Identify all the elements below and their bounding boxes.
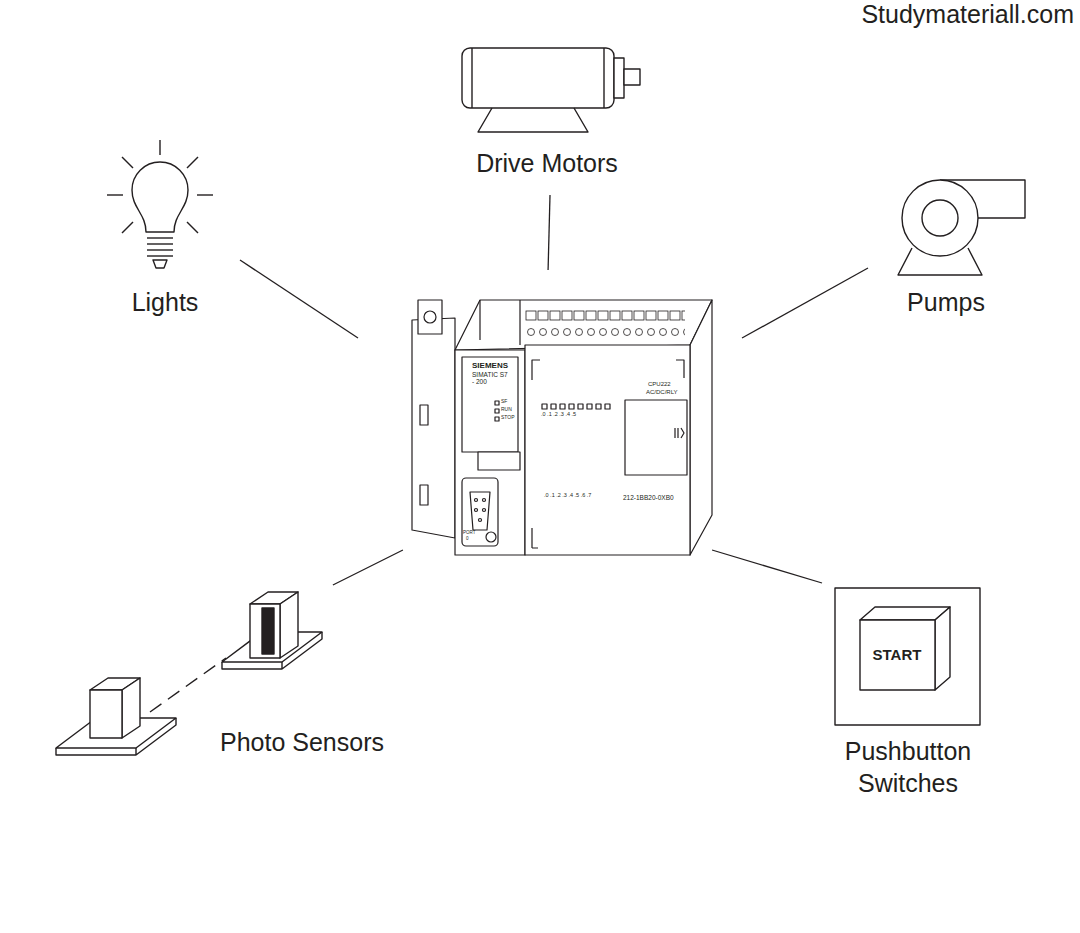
connector-line — [712, 550, 822, 583]
watermark: Studymateriall.com — [861, 0, 1074, 29]
order-number: 212-1BB20-0XB0 — [623, 494, 674, 501]
connector-line — [548, 195, 550, 270]
button-label: START — [873, 646, 922, 663]
led-label: STOP — [501, 415, 515, 421]
device-label: Drive Motors — [476, 149, 618, 178]
connector-line — [240, 260, 358, 338]
model-label: SIMATIC S7 - 200 — [472, 371, 508, 386]
device-label: Pushbutton Switches — [823, 735, 993, 799]
connector-line — [742, 268, 868, 338]
port-label: 0 — [466, 536, 469, 541]
cpu-label: CPU222 — [648, 381, 671, 388]
device-group: Drive Motors — [455, 45, 645, 195]
device-label: Pumps — [907, 288, 985, 317]
pump — [898, 180, 1025, 275]
io-numbers: .0 .1 .2 .3 .4 .5 .6 .7 — [544, 492, 591, 498]
device-group: Photo Sensors — [50, 585, 395, 765]
drive-motor — [462, 48, 640, 132]
device-group: START Pushbutton Switches — [822, 583, 1000, 805]
connector-line — [333, 550, 403, 585]
pushbutton-switch — [835, 588, 980, 725]
io-numbers: .0 .1 .2 .3 .4 .5 — [541, 411, 576, 417]
plc-s7-200 — [412, 300, 712, 555]
plc-unit: SIEMENSSIMATIC S7 - 200 — [358, 270, 742, 550]
device-label: Lights — [132, 288, 199, 317]
cpu-label: AC/DC/RLY — [646, 389, 678, 396]
device-label: Photo Sensors — [220, 728, 384, 757]
led-label: RUN — [501, 407, 512, 413]
brand-label: SIEMENS — [472, 361, 508, 370]
light-bulb — [107, 140, 213, 268]
device-group: Pumps — [868, 140, 1030, 320]
device-group: Lights — [100, 135, 240, 320]
port-label: PORT — [463, 530, 475, 535]
led-label: SF — [501, 399, 507, 405]
